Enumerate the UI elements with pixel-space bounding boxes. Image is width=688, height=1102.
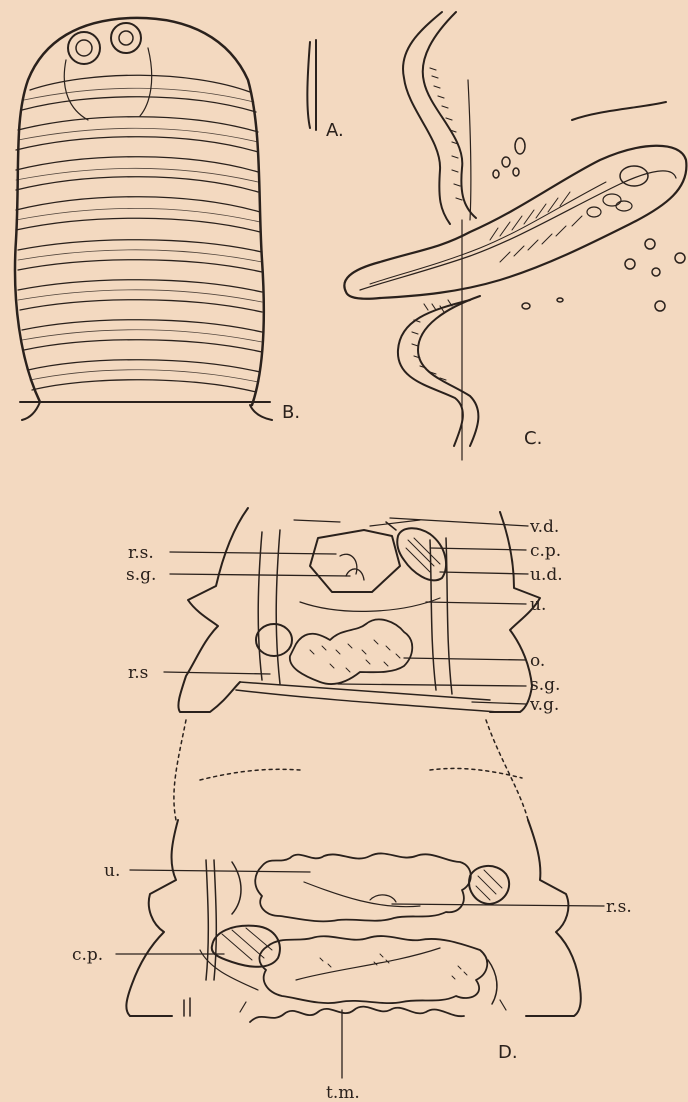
figure-d-proglottids: [126, 508, 580, 1022]
label-cp-low: c.p.: [72, 945, 103, 965]
label-rs-left2: r.s: [128, 663, 148, 683]
label-tm: t.m.: [326, 1083, 360, 1102]
figure-a-scale: [307, 40, 316, 130]
label-vg: v.g.: [529, 695, 559, 715]
figure-b-label: B.: [282, 402, 300, 423]
figure-b-scolex: [15, 18, 272, 420]
label-o: o.: [530, 651, 545, 671]
label-rs-left1: r.s.: [128, 543, 154, 563]
label-sg-left: s.g.: [126, 565, 156, 585]
label-u-low: u.: [104, 861, 120, 881]
figure-c-label: C.: [524, 428, 542, 449]
figure-c-section: [344, 12, 686, 460]
figure-a-label: A.: [326, 120, 344, 141]
label-rs-low: r.s.: [606, 897, 632, 917]
label-vd: v.d.: [529, 517, 559, 537]
label-sg-right: s.g.: [530, 675, 560, 695]
figure-d-label: D.: [498, 1042, 518, 1063]
label-cp-top: c.p.: [530, 541, 561, 561]
label-u-top: u.: [530, 595, 546, 615]
label-ud: u.d.: [530, 565, 563, 585]
